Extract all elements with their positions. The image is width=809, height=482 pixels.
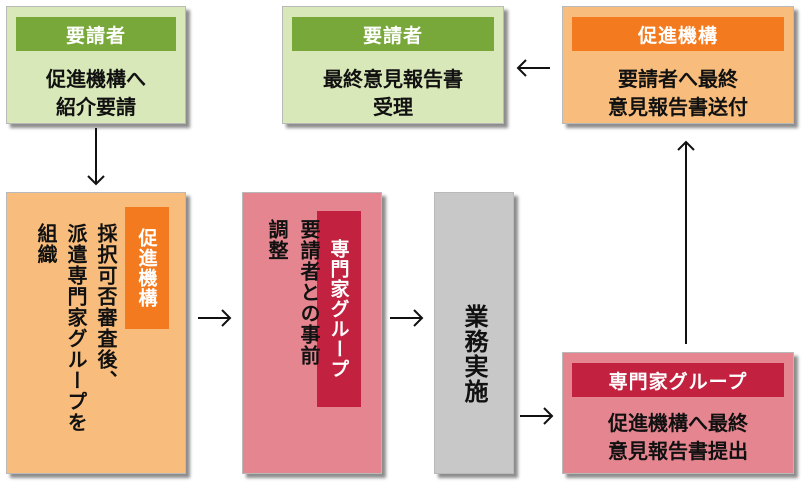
box-promotion-review-text: 採択可否審査後、 派遣専門家グループを 組織 [34,223,118,433]
box-expert-submit-text: 促進機構へ最終 意見報告書提出 [608,411,748,463]
box-promotion-review-header: 促進機構 [125,207,169,329]
box-expert-submit-header: 専門家グループ [572,363,784,397]
arrow-right-icon [520,407,554,425]
box-work-text: 業務実施 [460,304,488,404]
arrow-right-icon [390,309,424,327]
box-requester-intro-text: 促進機構へ 紹介要請 [46,67,146,119]
box-promotion-send: 促進機構 要請者へ最終 意見報告書送付 [562,6,794,124]
box-work: 業務実施 [434,192,514,474]
arrow-right-icon [198,309,232,327]
box-requester-receive: 要請者 最終意見報告書 受理 [282,6,504,124]
box-expert-adjust-header: 専門家グループ [317,211,361,407]
arrow-up-icon [677,140,695,344]
box-promotion-send-header: 促進機構 [572,17,784,51]
box-expert-adjust-text: 要請者との事前 調整 [265,219,321,366]
arrow-down-icon [87,128,105,186]
box-requester-receive-header: 要請者 [292,17,494,51]
box-expert-adjust: 専門家グループ 要請者との事前 調整 [242,192,382,474]
box-promotion-send-text: 要請者へ最終 意見報告書送付 [608,67,748,119]
box-expert-submit: 専門家グループ 促進機構へ最終 意見報告書提出 [562,352,794,474]
box-requester-receive-text: 最終意見報告書 受理 [323,67,463,119]
arrow-left-icon [516,59,550,77]
box-requester-intro: 要請者 促進機構へ 紹介要請 [6,6,186,124]
box-promotion-review: 促進機構 採択可否審査後、 派遣専門家グループを 組織 [6,192,186,474]
box-requester-intro-header: 要請者 [16,17,176,51]
